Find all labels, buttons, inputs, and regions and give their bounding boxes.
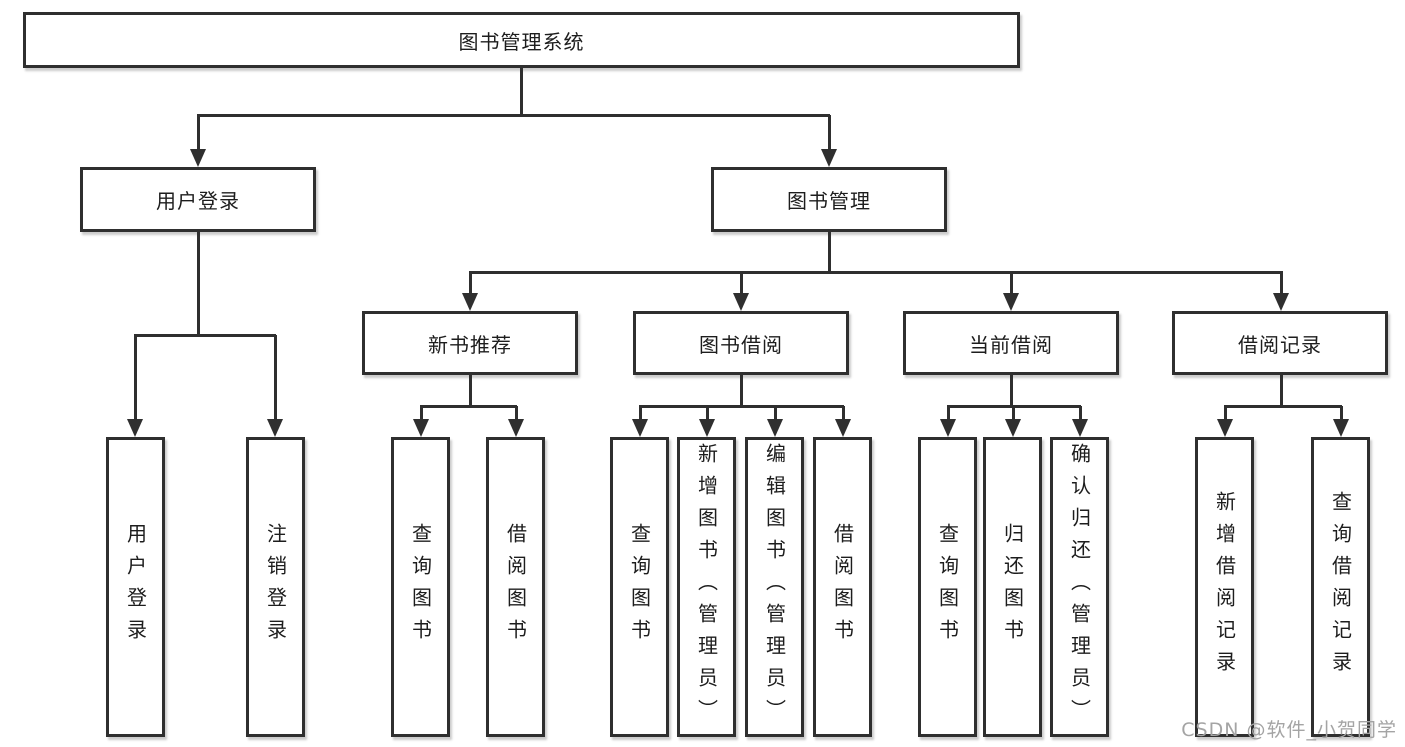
arrowhead-down-icon (462, 293, 478, 311)
connector-line (134, 334, 276, 337)
leaf-edit-books-admin: 编辑图书（管理员） (745, 437, 804, 737)
leaf-query-books-recommend: 查询图书 (391, 437, 450, 737)
leaf-query-borrow-record-label: 查询借阅记录 (1328, 491, 1353, 683)
leaf-add-borrow-record-label: 新增借阅记录 (1212, 491, 1237, 683)
arrowhead-down-icon (1003, 293, 1019, 311)
leaf-query-borrow-record: 查询借阅记录 (1311, 437, 1370, 737)
leaf-borrow-books-borrowing: 借阅图书 (813, 437, 872, 737)
arrowhead-down-icon (413, 419, 429, 437)
leaf-borrow-books-recommend: 借阅图书 (486, 437, 545, 737)
node-borrowing-records-label: 借阅记录 (1238, 332, 1322, 357)
arrowhead-down-icon (767, 419, 783, 437)
leaf-confirm-return-admin: 确认归还（管理员） (1050, 437, 1109, 737)
connector-line (740, 272, 743, 295)
connector-line (197, 114, 830, 117)
node-root-label: 图书管理系统 (458, 29, 585, 54)
connector-line (420, 405, 517, 408)
leaf-user-login: 用户登录 (106, 437, 165, 737)
connector-line (1280, 272, 1283, 295)
connector-line (828, 115, 831, 151)
connector-line (520, 68, 523, 115)
connector-line (639, 406, 642, 421)
node-user-login-label: 用户登录 (156, 189, 240, 213)
arrowhead-down-icon (190, 149, 206, 167)
arrowhead-down-icon (835, 419, 851, 437)
connector-line (515, 406, 518, 421)
connector-line (828, 232, 831, 272)
connector-line (947, 406, 950, 421)
connector-line (197, 232, 200, 335)
node-user-login: 用户登录 (80, 167, 316, 232)
arrowhead-down-icon (699, 419, 715, 437)
node-book-borrowing: 图书借阅 (633, 311, 849, 375)
connector-line (197, 115, 200, 151)
leaf-add-books-admin-label: 新增图书（管理员） (694, 443, 719, 731)
connector-line (469, 271, 1283, 274)
arrowhead-down-icon (733, 293, 749, 311)
node-current-borrowing-label: 当前借阅 (969, 332, 1053, 357)
leaf-borrow-books-recommend-label: 借阅图书 (503, 523, 528, 651)
leaf-add-borrow-record: 新增借阅记录 (1195, 437, 1254, 737)
arrowhead-down-icon (508, 419, 524, 437)
connector-line (639, 405, 844, 408)
connector-line (420, 406, 423, 421)
connector-line (1079, 406, 1082, 421)
leaf-query-books-current-label: 查询图书 (935, 523, 960, 651)
arrowhead-down-icon (1072, 419, 1088, 437)
connector-line (1224, 406, 1227, 421)
leaf-query-books-borrowing-label: 查询图书 (627, 523, 652, 651)
leaf-return-books-label: 归还图书 (1000, 523, 1025, 651)
connector-line (774, 406, 777, 421)
node-new-book-recommend: 新书推荐 (362, 311, 578, 375)
arrowhead-down-icon (940, 419, 956, 437)
connector-line (842, 406, 845, 421)
connector-line (740, 375, 743, 406)
node-book-management-label: 图书管理 (787, 189, 871, 213)
csdn-watermark: CSDN @软件_小贺同学 (1181, 719, 1397, 741)
leaf-edit-books-admin-label: 编辑图书（管理员） (762, 443, 787, 731)
connector-line (1012, 406, 1015, 421)
arrowhead-down-icon (267, 419, 283, 437)
connector-line (469, 272, 472, 295)
arrowhead-down-icon (821, 149, 837, 167)
leaf-confirm-return-admin-label: 确认归还（管理员） (1067, 443, 1092, 731)
connector-line (134, 335, 137, 421)
leaf-logout-login-label: 注销登录 (263, 523, 288, 651)
node-borrowing-records: 借阅记录 (1172, 311, 1388, 375)
leaf-query-books-current: 查询图书 (918, 437, 977, 737)
connector-line (1280, 375, 1283, 406)
arrowhead-down-icon (1333, 419, 1349, 437)
node-new-book-recommend-label: 新书推荐 (428, 332, 512, 357)
arrowhead-down-icon (127, 419, 143, 437)
leaf-query-books-recommend-label: 查询图书 (408, 523, 433, 651)
node-root: 图书管理系统 (23, 12, 1020, 68)
leaf-query-books-borrowing: 查询图书 (610, 437, 669, 737)
leaf-return-books: 归还图书 (983, 437, 1042, 737)
arrowhead-down-icon (1217, 419, 1233, 437)
arrowhead-down-icon (1273, 293, 1289, 311)
arrowhead-down-icon (632, 419, 648, 437)
leaf-user-login-label: 用户登录 (123, 523, 148, 651)
connector-line (469, 375, 472, 406)
connector-line (274, 335, 277, 421)
connector-line (1010, 272, 1013, 295)
node-book-management: 图书管理 (711, 167, 947, 232)
connector-line (1010, 375, 1013, 406)
leaf-logout-login: 注销登录 (246, 437, 305, 737)
leaf-add-books-admin: 新增图书（管理员） (677, 437, 736, 737)
connector-line (1224, 405, 1342, 408)
connector-line (1340, 406, 1343, 421)
leaf-borrow-books-borrowing-label: 借阅图书 (830, 523, 855, 651)
node-book-borrowing-label: 图书借阅 (699, 332, 783, 357)
arrowhead-down-icon (1005, 419, 1021, 437)
connector-line (706, 406, 709, 421)
node-current-borrowing: 当前借阅 (903, 311, 1119, 375)
